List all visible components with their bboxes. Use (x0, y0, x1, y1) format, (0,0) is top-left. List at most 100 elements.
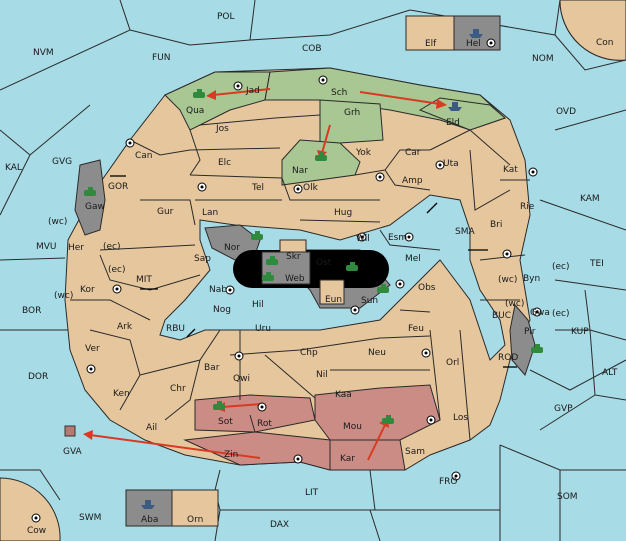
label-lan: Lan (202, 208, 218, 218)
label-sot: Sot (218, 417, 233, 427)
label-cow: Cow (27, 526, 46, 536)
label-bri: Bri (490, 220, 502, 230)
label-elc: Elc (218, 158, 231, 168)
label-qua: Qua (186, 106, 204, 116)
label-ec-her: (ec) (103, 242, 121, 252)
label-wc-kor: (wc) (54, 291, 73, 301)
label-rbu: RBU (166, 324, 185, 334)
black-capsule (233, 250, 389, 288)
label-rot: Rot (257, 419, 272, 429)
label-obs: Obs (418, 283, 436, 293)
label-tel: Tel (251, 183, 264, 193)
label-ec-byn: (ec) (552, 262, 570, 272)
label-mvu: MVU (36, 242, 57, 252)
label-nar: Nar (292, 166, 308, 176)
label-nom: NOM (532, 54, 554, 64)
label-ovd: OVD (556, 107, 576, 117)
label-car: Car (405, 148, 421, 158)
label-byn: Byn (523, 274, 540, 284)
label-kat: Kat (503, 165, 518, 175)
label-rie: Rie (520, 202, 535, 212)
label-kup: KUP (571, 327, 589, 337)
region-gaw[interactable] (74, 159, 106, 236)
label-yok: Yok (355, 148, 372, 158)
label-kaa: Kaa (335, 390, 352, 400)
region-pir[interactable] (509, 303, 536, 376)
label-neu: Neu (368, 348, 386, 358)
region-cow[interactable] (0, 477, 61, 541)
region-qua[interactable] (164, 71, 271, 131)
label-her: Her (68, 243, 84, 253)
label-chp: Chp (300, 348, 318, 358)
region-con[interactable] (559, 0, 626, 61)
label-mou: Mou (343, 422, 362, 432)
label-kor: Kor (80, 285, 95, 295)
label-hug: Hug (334, 208, 352, 218)
label-nor: Nor (224, 243, 240, 253)
label-wc-gwa: (wc) (505, 299, 524, 309)
label-web: Web (285, 274, 305, 284)
region-orn[interactable] (171, 489, 219, 527)
label-nog: Nog (213, 305, 231, 315)
region-eun[interactable] (319, 279, 345, 305)
label-buc: BUC (492, 311, 511, 321)
label-kam: KAM (580, 194, 600, 204)
label-sun: Sun (361, 296, 378, 306)
label-tei: TEI (589, 259, 604, 269)
label-sma: SMA (455, 227, 475, 237)
label-eun: Eun (325, 295, 342, 305)
label-ost: Ost (316, 258, 332, 268)
labels: POL NVM FUN COB NOM Con OVD KAL GVG KAM … (5, 12, 618, 536)
label-bar: Bar (204, 363, 220, 373)
units (64, 29, 543, 509)
label-ken: Ken (113, 389, 130, 399)
label-con: Con (596, 38, 614, 48)
label-amp: Amp (402, 176, 423, 186)
label-chr: Chr (170, 384, 186, 394)
label-orn: Orn (187, 515, 203, 525)
label-dax: DAX (270, 520, 289, 530)
label-wc-byn: (wc) (498, 275, 517, 285)
supply-centers (31, 38, 542, 523)
label-sam: Sam (405, 447, 425, 457)
label-olk: Olk (303, 183, 319, 193)
label-rod: ROD (498, 353, 518, 363)
label-hel: Hel (466, 39, 481, 49)
label-nvm: NVM (33, 48, 54, 58)
land-borders (70, 114, 530, 441)
label-elf: Elf (425, 39, 437, 49)
label-skr: Skr (286, 252, 301, 262)
label-gvg: GVG (52, 157, 72, 167)
label-uta: Uta (443, 159, 459, 169)
label-gvp: GVP (554, 404, 573, 414)
label-som: SOM (557, 492, 578, 502)
region-elf[interactable] (405, 15, 455, 51)
label-zin: Zin (224, 450, 238, 460)
label-lit: LIT (305, 488, 319, 498)
label-swm: SWM (79, 513, 101, 523)
label-grh: Grh (344, 108, 360, 118)
label-feu: Feu (408, 324, 424, 334)
label-kar: Kar (340, 454, 355, 464)
label-aba: Aba (141, 515, 158, 525)
label-jos: Jos (215, 124, 229, 134)
label-eld: Eld (446, 118, 460, 128)
move-arrows (83, 88, 447, 461)
region-mou[interactable] (314, 384, 441, 441)
label-gor: GOR (108, 182, 128, 192)
label-kal: KAL (5, 163, 22, 173)
label-mit: MIT (136, 275, 152, 285)
label-sch: Sch (331, 88, 347, 98)
label-cob: COB (302, 44, 322, 54)
region-grh[interactable] (319, 99, 384, 146)
label-nil: Nil (316, 370, 328, 380)
label-ec-kor: (ec) (108, 265, 126, 275)
label-nab: Nab (209, 285, 227, 295)
label-gur: Gur (157, 207, 174, 217)
label-wc-her: (wc) (48, 217, 67, 227)
label-sap: Sap (194, 254, 211, 264)
strait-markers (110, 175, 517, 368)
label-gva: GVA (63, 447, 83, 457)
label-hil: Hil (252, 300, 264, 310)
